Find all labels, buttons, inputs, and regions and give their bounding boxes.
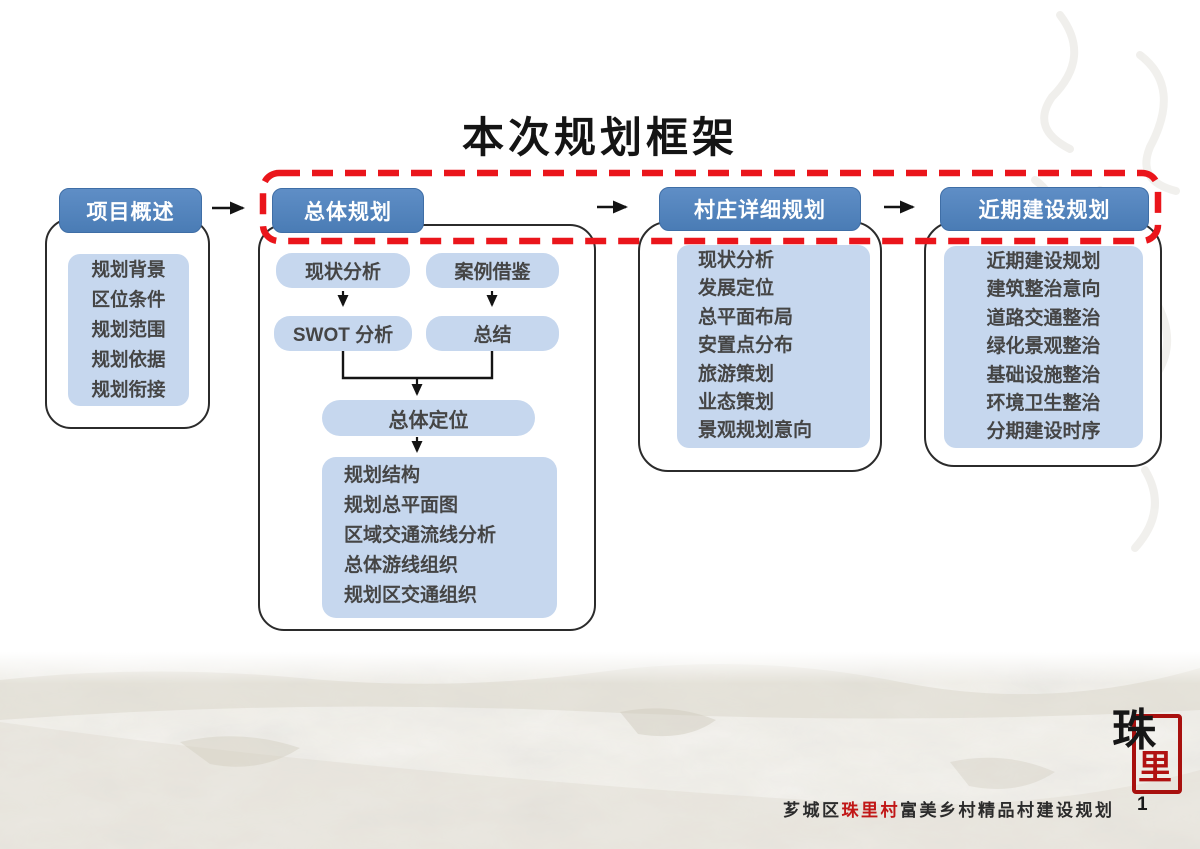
header-village-detail-plan: 村庄详细规划 bbox=[659, 187, 861, 231]
list-item: 安置点分布 bbox=[698, 335, 794, 357]
logo-seal: 珠 里 bbox=[1112, 698, 1186, 796]
footer-caption: 芗城区珠里村富美乡村精品村建设规划 bbox=[783, 796, 1115, 821]
box-status-analysis: 现状分析 bbox=[276, 253, 410, 288]
box-case-reference: 案例借鉴 bbox=[426, 253, 559, 288]
box-overall-positioning: 总体定位 bbox=[322, 400, 535, 436]
list-item: 规划依据 bbox=[91, 349, 166, 370]
list-item: 建筑整治意向 bbox=[986, 279, 1101, 301]
box-summary: 总结 bbox=[426, 316, 559, 351]
list-item: 总体游线组织 bbox=[344, 555, 459, 576]
page-number: 1 bbox=[1137, 794, 1148, 815]
seal-frame bbox=[1132, 714, 1182, 794]
list-item: 道路交通整治 bbox=[986, 307, 1101, 329]
caption-suffix: 富美乡村精品村建设规划 bbox=[900, 801, 1115, 821]
list-item: 规划区交通组织 bbox=[344, 585, 478, 606]
seal-bottom-char: 里 bbox=[1138, 748, 1172, 788]
list-item: 总平面布局 bbox=[698, 306, 794, 328]
header-near-term-plan: 近期建设规划 bbox=[940, 187, 1149, 231]
list-item: 分期建设时序 bbox=[986, 421, 1101, 443]
caption-prefix: 芗城区 bbox=[783, 801, 842, 821]
list-item: 绿化景观整治 bbox=[986, 336, 1101, 358]
list-item: 区位条件 bbox=[91, 289, 166, 310]
list-item: 环境卫生整治 bbox=[986, 393, 1101, 415]
header-project-overview: 项目概述 bbox=[59, 188, 202, 233]
list-item: 规划背景 bbox=[91, 259, 166, 280]
list-item: 基础设施整治 bbox=[986, 364, 1101, 386]
village-detail-plan-list: 现状分析 发展定位 总平面布局 安置点分布 旅游策划 业态策划 景观规划意向 bbox=[677, 245, 870, 448]
list-item: 规划范围 bbox=[91, 319, 166, 340]
master-plan-output-list: 规划结构 规划总平面图 区域交通流线分析 总体游线组织 规划区交通组织 bbox=[322, 457, 557, 618]
list-item: 规划结构 bbox=[344, 465, 421, 486]
list-item: 规划衔接 bbox=[91, 379, 166, 400]
list-item: 业态策划 bbox=[698, 392, 775, 414]
seal-top-char: 珠 bbox=[1112, 705, 1156, 756]
caption-village-name: 珠里村 bbox=[841, 801, 900, 821]
list-item: 发展定位 bbox=[698, 278, 775, 300]
footer-sketch-image bbox=[0, 652, 1200, 849]
box-swot-analysis: SWOT 分析 bbox=[274, 316, 412, 351]
list-item: 近期建设规划 bbox=[986, 251, 1101, 272]
slide-title: 本次规划框架 bbox=[461, 114, 738, 161]
list-item: 规划总平面图 bbox=[344, 495, 459, 516]
list-item: 区域交通流线分析 bbox=[344, 525, 497, 546]
list-item: 景观规划意向 bbox=[698, 420, 813, 442]
list-item: 旅游策划 bbox=[698, 363, 775, 385]
list-item: 现状分析 bbox=[698, 250, 775, 271]
near-term-plan-list: 近期建设规划 建筑整治意向 道路交通整治 绿化景观整治 基础设施整治 环境卫生整… bbox=[944, 246, 1143, 448]
header-master-plan: 总体规划 bbox=[272, 188, 424, 233]
project-overview-list: 规划背景 区位条件 规划范围 规划依据 规划衔接 bbox=[68, 254, 189, 406]
